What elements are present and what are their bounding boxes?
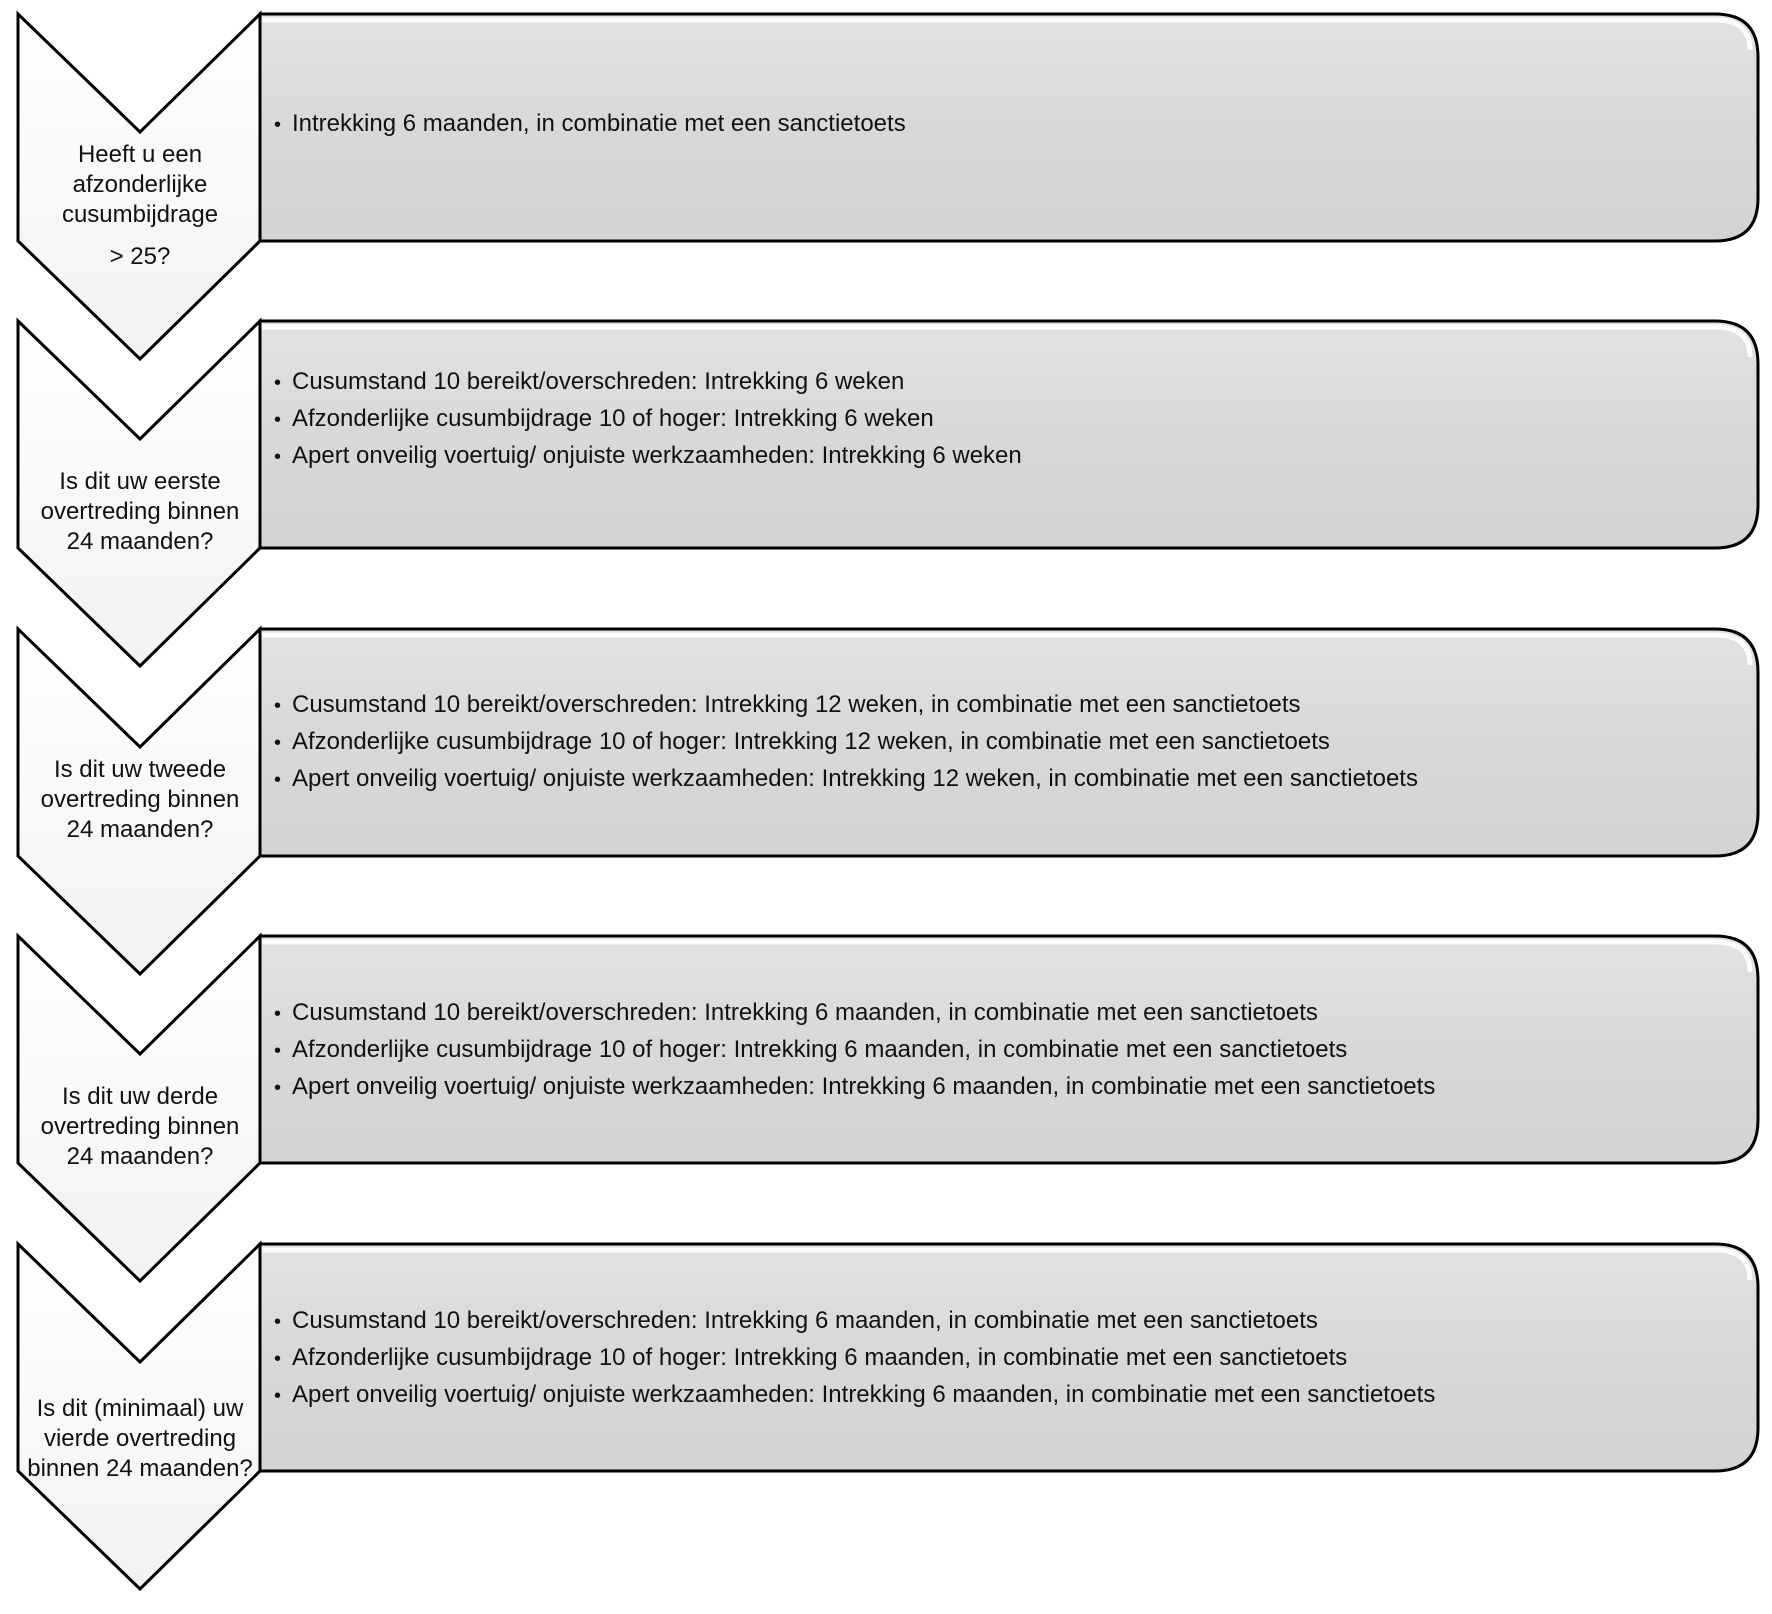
step-1-bullet-1: Intrekking 6 maanden, in combinatie met … <box>274 106 906 143</box>
step-3-bullet-3: Apert onveilig voertuig/ onjuiste werkza… <box>274 761 1418 798</box>
step-2-question-line-2: overtreding binnen <box>40 498 240 525</box>
step-1-inner-highlight <box>262 17 1753 51</box>
step-4 <box>16 932 1760 1284</box>
step-3-chevron <box>16 625 262 977</box>
step-2-chevron <box>16 317 262 669</box>
step-5-bullet-3: Apert onveilig voertuig/ onjuiste werkza… <box>274 1377 1435 1414</box>
step-2-bullets: Cusumstand 10 bereikt/overschreden: Intr… <box>274 364 1022 475</box>
step-2-bullet-2: Afzonderlijke cusumbijdrage 10 of hoger:… <box>274 401 1022 438</box>
step-2-question: Is dit uw eerste overtreding binnen 24 m… <box>20 467 260 557</box>
step-4-bullets: Cusumstand 10 bereikt/overschreden: Intr… <box>274 995 1435 1106</box>
step-4-bullet-2: Afzonderlijke cusumbijdrage 10 of hoger:… <box>274 1032 1435 1069</box>
step-5-question: Is dit (minimaal) uw vierde overtreding … <box>20 1394 260 1484</box>
step-5-inner-highlight <box>262 1247 1753 1281</box>
step-4-bullet-3: Apert onveilig voertuig/ onjuiste werkza… <box>274 1069 1435 1106</box>
step-2-inner-highlight <box>262 324 1753 358</box>
step-1-question-line-3: cusumbijdrage <box>61 201 219 228</box>
step-2-question-line-3: 24 maanden? <box>66 528 214 555</box>
step-4-question-line-1: Is dit uw derde <box>61 1083 219 1110</box>
step-1-question-line-1: Heeft u een <box>77 141 203 168</box>
step-1-question: Heeft u een afzonderlijke cusumbijdrage … <box>20 140 260 272</box>
step-3-question: Is dit uw tweede overtreding binnen 24 m… <box>20 755 260 845</box>
step-5-bullet-1: Cusumstand 10 bereikt/overschreden: Intr… <box>274 1303 1435 1340</box>
step-3 <box>16 625 1760 977</box>
step-4-bullet-1: Cusumstand 10 bereikt/overschreden: Intr… <box>274 995 1435 1032</box>
step-5-bullet-2: Afzonderlijke cusumbijdrage 10 of hoger:… <box>274 1340 1435 1377</box>
step-1-chevron <box>16 10 262 362</box>
step-4-question-line-2: overtreding binnen <box>40 1113 240 1140</box>
step-1-question-line-4: > 25? <box>109 243 171 270</box>
step-5-question-line-1: Is dit (minimaal) uw <box>36 1395 244 1422</box>
step-4-question: Is dit uw derde overtreding binnen 24 ma… <box>20 1082 260 1172</box>
step-2-bullet-3: Apert onveilig voertuig/ onjuiste werkza… <box>274 438 1022 475</box>
step-1-question-line-2: afzonderlijke <box>72 171 208 198</box>
step-5-question-line-3: binnen 24 maanden? <box>27 1455 253 1482</box>
step-3-bullets: Cusumstand 10 bereikt/overschreden: Intr… <box>274 687 1418 798</box>
step-5-chevron <box>16 1240 262 1592</box>
step-4-question-line-3: 24 maanden? <box>66 1143 214 1170</box>
step-2-bullet-1: Cusumstand 10 bereikt/overschreden: Intr… <box>274 364 1022 401</box>
step-1-box <box>258 12 1760 243</box>
step-3-bullet-2: Afzonderlijke cusumbijdrage 10 of hoger:… <box>274 724 1418 761</box>
step-3-question-line-3: 24 maanden? <box>66 816 214 843</box>
step-3-question-line-2: overtreding binnen <box>40 786 240 813</box>
step-1-bullets: Intrekking 6 maanden, in combinatie met … <box>274 106 906 143</box>
step-5-question-line-2: vierde overtreding <box>43 1425 237 1452</box>
step-3-question-line-1: Is dit uw tweede <box>53 756 227 783</box>
step-3-bullet-1: Cusumstand 10 bereikt/overschreden: Intr… <box>274 687 1418 724</box>
step-3-inner-highlight <box>262 632 1753 666</box>
step-5-bullets: Cusumstand 10 bereikt/overschreden: Intr… <box>274 1303 1435 1414</box>
step-4-chevron <box>16 932 262 1284</box>
step-2-question-line-1: Is dit uw eerste <box>59 468 221 495</box>
step-1 <box>16 10 1760 362</box>
step-4-inner-highlight <box>262 939 1753 973</box>
step-5 <box>16 1240 1760 1592</box>
